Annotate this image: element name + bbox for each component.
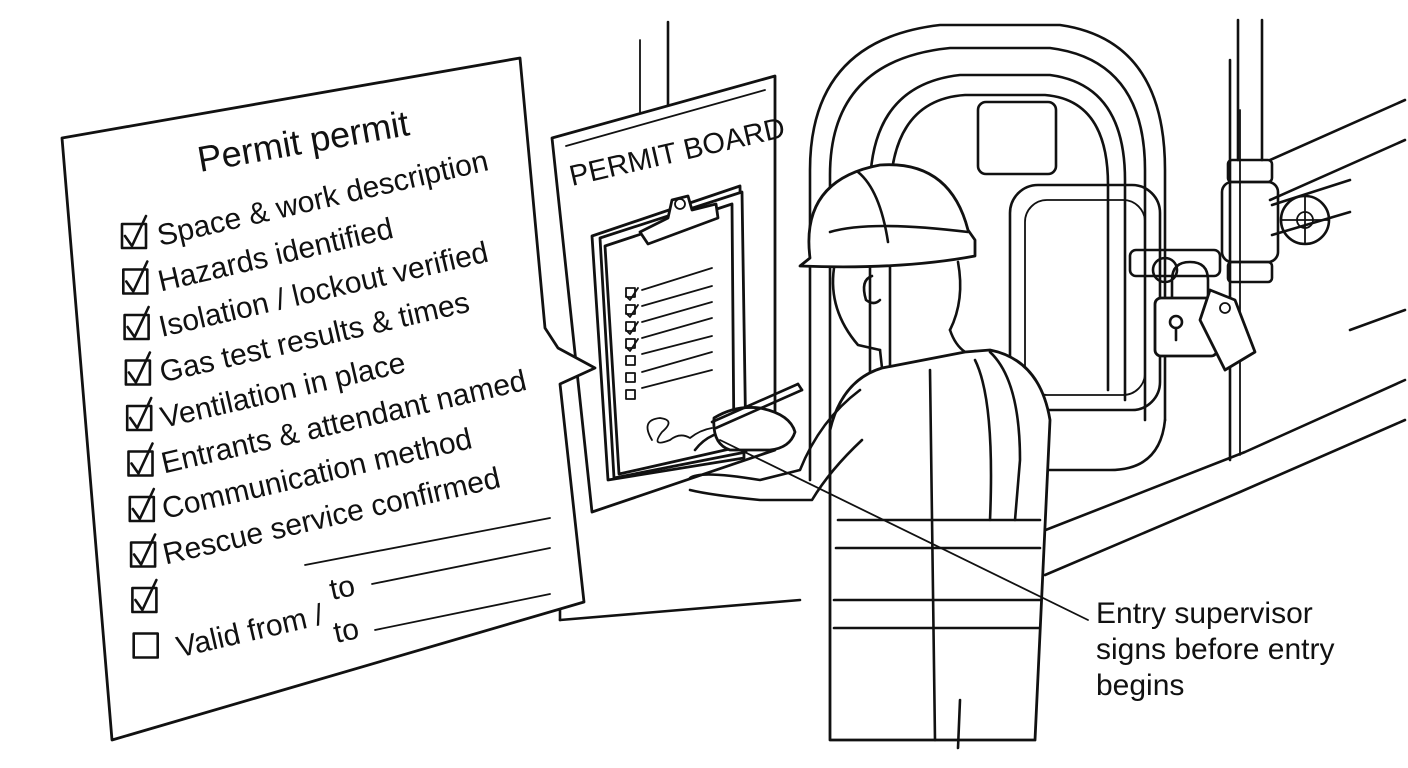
checkmark-icon	[134, 578, 158, 612]
worker-figure	[688, 163, 1052, 750]
checkmark-icon	[128, 396, 153, 430]
permit-item	[131, 578, 158, 614]
to-line-2	[374, 593, 551, 631]
callout-line-1: Entry supervisor	[1096, 597, 1313, 630]
checkbox-icon	[123, 313, 150, 341]
checkmark-icon	[132, 533, 157, 566]
rescue-underline	[304, 517, 551, 566]
to-line-1	[371, 547, 551, 585]
hatch-door	[808, 23, 1167, 482]
checkbox-icon	[125, 404, 153, 432]
lockout-padlock	[1128, 248, 1257, 372]
callout-label: Entry supervisor signs before entry begi…	[1096, 596, 1396, 704]
pipe-valve	[1220, 18, 1352, 284]
checkbox-icon	[122, 268, 149, 295]
checkmark-icon	[130, 442, 154, 475]
checkmark-icon	[127, 351, 152, 384]
permit-sheet: Permit permit Space & work descriptionHa…	[60, 56, 597, 742]
callout-line-3: begins	[1096, 669, 1185, 702]
checkbox-icon	[128, 495, 156, 523]
checkmark-icon	[123, 214, 148, 248]
clipboard-mini-checklist	[625, 267, 713, 400]
checkbox-icon	[127, 450, 154, 477]
callout-line-2: signs before entry	[1096, 633, 1335, 666]
checkbox-icon	[132, 632, 159, 659]
checkbox-icon	[124, 359, 152, 386]
signature-scribble	[646, 417, 713, 444]
checkbox-icon	[129, 541, 157, 568]
checkmark-icon	[126, 305, 150, 339]
checkbox-icon	[120, 222, 148, 250]
valid-to-lines: to to	[327, 547, 551, 650]
callout-leader-line	[719, 439, 1089, 621]
checkmark-icon	[131, 487, 156, 521]
checkbox-icon	[131, 586, 158, 614]
checkmark-icon	[125, 260, 149, 293]
